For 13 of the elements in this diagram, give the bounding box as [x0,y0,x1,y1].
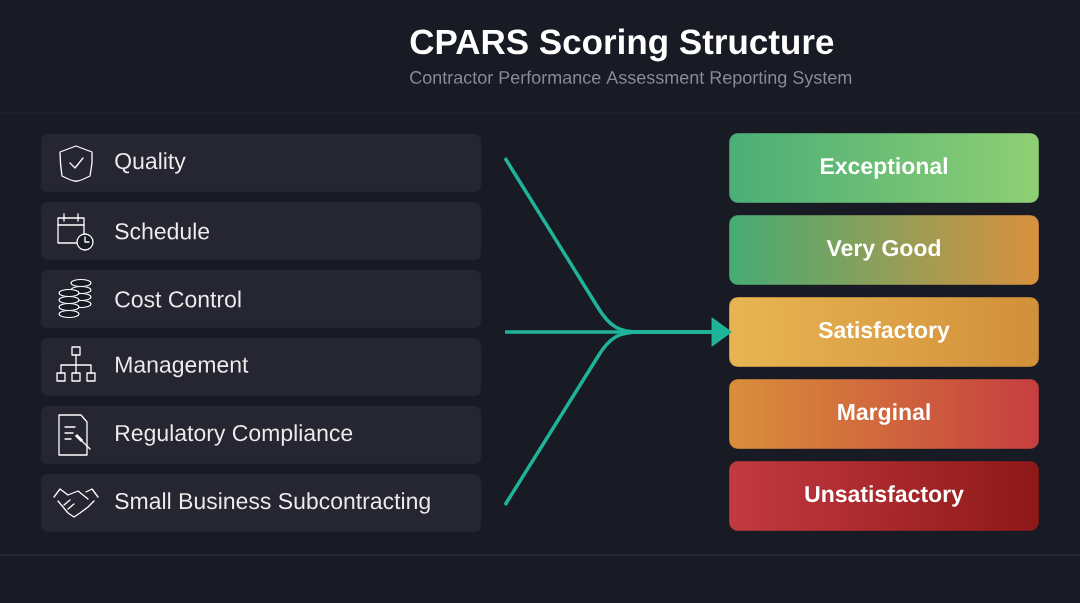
rating-bar: Very Good [728,214,1040,286]
category-card: Schedule [40,201,482,261]
rating-bar: Satisfactory [728,296,1040,368]
category-card: Management [40,337,482,397]
category-card: Cost Control [40,269,482,329]
category-card: Regulatory Compliance [40,405,482,465]
subtitle: Contractor Performance Assessment Reporting System [410,70,852,88]
rating-bar: Unsatisfactory [728,460,1040,532]
category-card: Quality [40,133,482,193]
rating-bar: Marginal [728,378,1040,450]
category-card: Small Business Subcontracting [40,473,482,533]
title: CPARS Scoring Structure [410,28,834,62]
rating-bar: Exceptional [728,132,1040,204]
